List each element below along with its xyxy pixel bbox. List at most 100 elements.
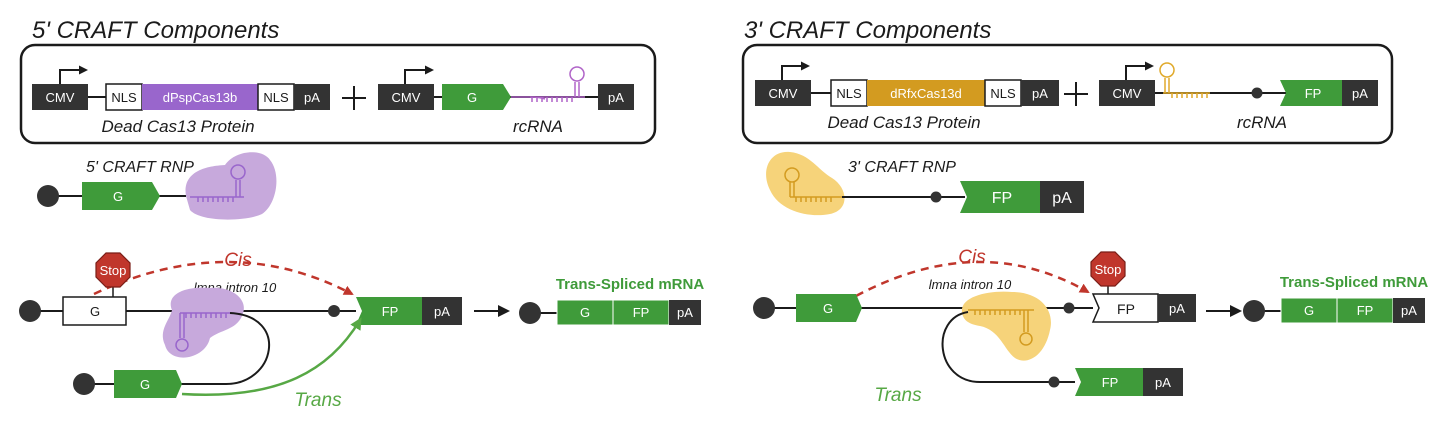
pa-label: pA <box>677 305 693 320</box>
right-panel: 3' CRAFT Components CMV NLS dRfxCas13d N… <box>741 17 1428 406</box>
cap-icon <box>73 373 95 395</box>
fp-exon-block <box>1280 80 1342 106</box>
rcrna-loop <box>176 312 270 386</box>
cmv-label: CMV <box>1113 86 1142 101</box>
g-exon-block <box>556 299 614 326</box>
nls-block <box>105 83 143 111</box>
guide-rna-icon <box>511 66 585 102</box>
g-label: G <box>113 189 123 204</box>
pa-label: pA <box>1155 375 1171 390</box>
pa-block <box>1342 80 1378 106</box>
g-exon-block <box>442 84 511 110</box>
pa-label: pA <box>1052 190 1072 207</box>
nls-label-2: NLS <box>990 86 1016 101</box>
pa-label: pA <box>608 90 624 105</box>
g-label: G <box>90 304 100 319</box>
fp-exon-stopped <box>1091 293 1159 323</box>
protein-caption: Dead Cas13 Protein <box>827 113 980 132</box>
pa-block <box>294 84 330 110</box>
pa-block <box>1158 294 1196 322</box>
fp-label: FP <box>1102 375 1119 390</box>
stop-sign-icon <box>95 252 131 288</box>
g-exon-stopped <box>62 296 127 326</box>
right-title: 3' CRAFT Components <box>744 17 991 44</box>
cas13d-protein-blob <box>766 151 845 216</box>
fp-exon-block <box>960 181 1040 213</box>
g-exon-block <box>796 294 862 322</box>
promoter-arrow-icon <box>404 65 434 84</box>
right-components-box <box>741 43 1394 145</box>
right-rnp: 3' CRAFT RNP FP pA <box>766 151 1084 216</box>
cap-icon <box>1243 300 1265 322</box>
left-rcrna-construct: CMV G pA rcRNA <box>378 65 634 136</box>
rcrna-loop <box>941 311 1075 383</box>
stop-sign-icon <box>1090 251 1126 287</box>
fp-label: FP <box>1117 301 1135 317</box>
guide-rna-icon <box>1159 62 1210 98</box>
rcrna-caption: rcRNA <box>1237 113 1287 132</box>
nls-block <box>830 79 868 107</box>
pa-label: pA <box>434 304 450 319</box>
pa-block <box>1021 80 1059 106</box>
branch-point-icon <box>1251 87 1263 99</box>
right-splicing: Cis G lmna intron 10 Stop FP <box>753 247 1428 406</box>
guide-rna-icon <box>190 164 246 202</box>
cap-icon <box>519 302 541 324</box>
cmv-block <box>378 84 434 110</box>
branch-point-icon <box>930 191 942 203</box>
pa-label: pA <box>1032 86 1048 101</box>
cis-label: Cis <box>958 247 986 268</box>
g-label: G <box>140 377 150 392</box>
cap-icon <box>753 297 775 319</box>
nls-block-2 <box>257 83 295 111</box>
pa-block <box>422 297 462 325</box>
nls-label: NLS <box>836 86 862 101</box>
protein-label: dRfxCas13d <box>890 86 962 101</box>
cmv-block <box>32 84 88 110</box>
left-splicing: Cis G Stop lmna intron 10 <box>19 250 704 411</box>
right-protein-construct: CMV NLS dRfxCas13d NLS pA Dead Cas13 Pro… <box>755 61 1059 132</box>
trans-label: Trans <box>294 390 342 411</box>
plus-icon <box>342 86 366 110</box>
cap-icon <box>37 185 59 207</box>
stop-label: Stop <box>100 263 127 278</box>
pa-block <box>669 300 701 325</box>
g-label: G <box>467 90 477 105</box>
cas13b-protein-blob <box>185 152 277 220</box>
g-exon-block <box>114 370 182 398</box>
fp-label: FP <box>992 190 1012 207</box>
fp-label: FP <box>1305 86 1322 101</box>
cmv-label: CMV <box>392 90 421 105</box>
branch-point-icon <box>1048 376 1060 388</box>
fp-label: FP <box>1357 303 1374 318</box>
cmv-label: CMV <box>46 90 75 105</box>
cmv-block <box>755 80 811 106</box>
cis-arrow <box>855 260 1090 298</box>
pa-label: pA <box>1401 303 1417 318</box>
pa-block <box>1143 368 1183 396</box>
pa-label: pA <box>1352 86 1368 101</box>
fp-label: FP <box>633 305 650 320</box>
left-panel: 5' CRAFT Components CMV NLS dPspCas13b N… <box>19 17 704 411</box>
rnp-label: 3' CRAFT RNP <box>848 159 956 176</box>
cas13b-protein-blob <box>162 287 244 358</box>
promoter-arrow-icon <box>781 61 810 80</box>
fp-label: FP <box>382 304 399 319</box>
fp-exon-block <box>1075 368 1143 396</box>
fp-exon-block <box>356 297 422 325</box>
pa-block <box>1040 181 1084 213</box>
pa-label: pA <box>304 90 320 105</box>
guide-rna-icon <box>968 309 1034 346</box>
g-exon-block <box>1280 297 1338 324</box>
promoter-arrow-icon <box>59 65 88 84</box>
pa-block <box>598 84 634 110</box>
stop-label: Stop <box>1095 262 1122 277</box>
dpspcas13b-block <box>142 84 258 110</box>
tsm-title: Trans-Spliced mRNA <box>556 276 705 293</box>
left-title: 5' CRAFT Components <box>32 17 279 44</box>
rnp-label: 5' CRAFT RNP <box>86 159 194 176</box>
g-label: G <box>580 305 590 320</box>
branch-point-icon <box>1063 302 1075 314</box>
cmv-block <box>1099 80 1155 106</box>
